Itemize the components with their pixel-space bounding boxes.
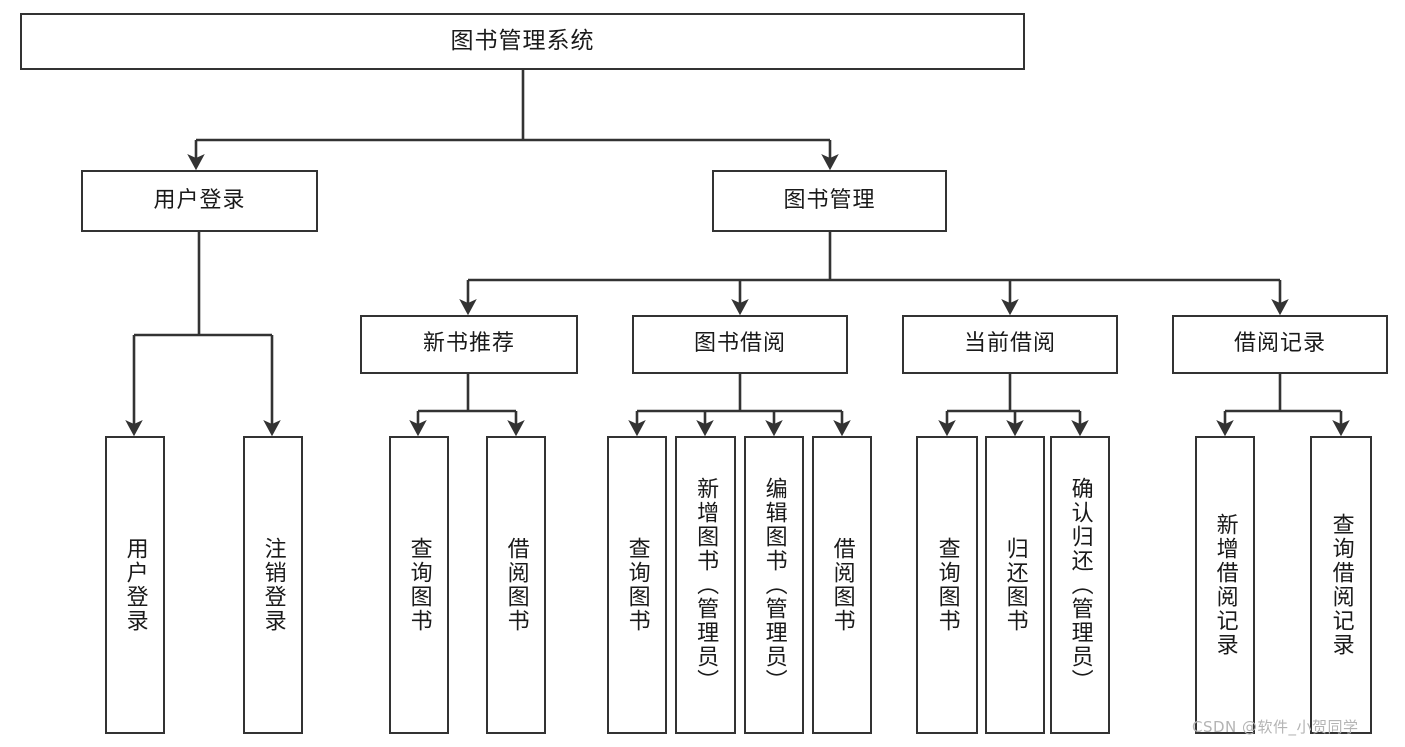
node-leaf-query-book-1[interactable]: 查询图书: [389, 436, 449, 734]
node-book-borrow-label: 图书借阅: [693, 331, 786, 357]
node-leaf-user-login-label: 用户登录: [122, 537, 148, 633]
node-leaf-borrow-book-2[interactable]: 借阅图书: [812, 436, 872, 734]
node-leaf-edit-book[interactable]: 编辑图书（管理员）: [744, 436, 804, 734]
node-current-borrow[interactable]: 当前借阅: [902, 315, 1118, 374]
node-leaf-edit-book-label: 编辑图书（管理员）: [761, 477, 787, 693]
node-root-label: 图书管理系统: [450, 27, 595, 54]
node-leaf-query-borrow-record[interactable]: 查询借阅记录: [1310, 436, 1372, 734]
node-user-login-label: 用户登录: [153, 187, 246, 213]
node-leaf-confirm-return[interactable]: 确认归还（管理员）: [1050, 436, 1110, 734]
node-leaf-query-book-2[interactable]: 查询图书: [607, 436, 667, 734]
node-book-manage-label: 图书管理: [783, 187, 876, 213]
node-leaf-add-borrow-record[interactable]: 新增借阅记录: [1195, 436, 1255, 734]
node-leaf-query-book-1-label: 查询图书: [406, 537, 432, 633]
node-leaf-user-login[interactable]: 用户登录: [105, 436, 165, 734]
node-borrow-record-label: 借阅记录: [1233, 331, 1326, 357]
node-leaf-add-borrow-record-label: 新增借阅记录: [1212, 513, 1238, 657]
node-leaf-query-book-3[interactable]: 查询图书: [916, 436, 978, 734]
node-root[interactable]: 图书管理系统: [20, 13, 1025, 70]
node-leaf-query-book-3-label: 查询图书: [934, 537, 960, 633]
node-borrow-record[interactable]: 借阅记录: [1172, 315, 1388, 374]
node-leaf-return-book-label: 归还图书: [1002, 537, 1028, 633]
node-user-login[interactable]: 用户登录: [81, 170, 318, 232]
node-new-book-recommend-label: 新书推荐: [422, 331, 515, 357]
node-leaf-borrow-book-1[interactable]: 借阅图书: [486, 436, 546, 734]
node-leaf-logout-login-label: 注销登录: [260, 537, 286, 633]
node-leaf-logout-login[interactable]: 注销登录: [243, 436, 303, 734]
node-new-book-recommend[interactable]: 新书推荐: [360, 315, 578, 374]
node-leaf-return-book[interactable]: 归还图书: [985, 436, 1045, 734]
node-book-manage[interactable]: 图书管理: [712, 170, 947, 232]
node-current-borrow-label: 当前借阅: [963, 331, 1056, 357]
csdn-watermark: CSDN @软件_小贺同学: [1192, 718, 1359, 736]
node-leaf-query-book-2-label: 查询图书: [624, 537, 650, 633]
node-leaf-query-borrow-record-label: 查询借阅记录: [1328, 513, 1354, 657]
node-leaf-add-book[interactable]: 新增图书（管理员）: [675, 436, 736, 734]
node-leaf-add-book-label: 新增图书（管理员）: [693, 477, 719, 693]
node-leaf-borrow-book-2-label: 借阅图书: [829, 537, 855, 633]
node-leaf-borrow-book-1-label: 借阅图书: [503, 537, 529, 633]
node-book-borrow[interactable]: 图书借阅: [632, 315, 848, 374]
node-leaf-confirm-return-label: 确认归还（管理员）: [1067, 477, 1093, 693]
